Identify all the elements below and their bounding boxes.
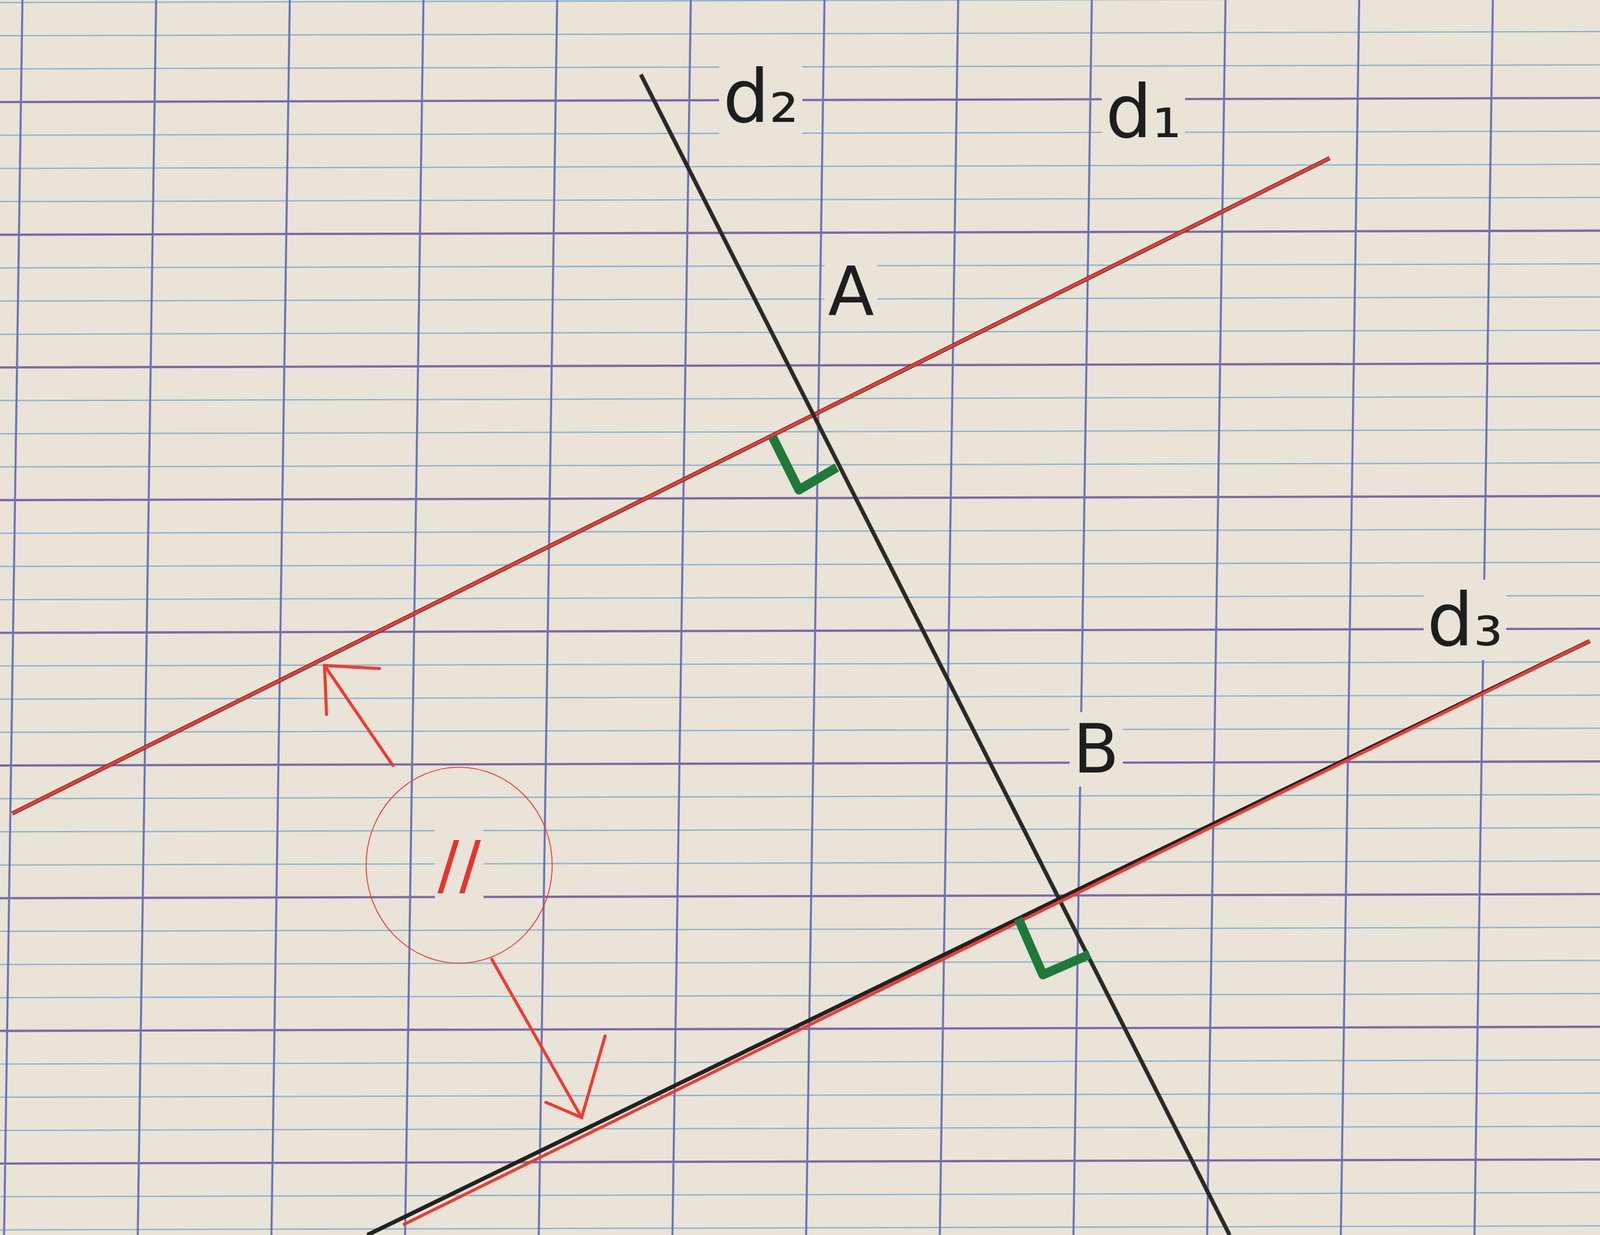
line-name: d₃ [1423,579,1507,661]
grid-line [0,960,1600,965]
grid-line [0,893,1600,898]
grid-line [0,562,1600,567]
grid-line [0,927,1600,932]
grid-line [672,0,691,1235]
line-d3 [367,641,1591,1235]
grid-line [1073,0,1092,1235]
grid-line [0,297,1600,302]
grid-line [0,794,1600,799]
grid-line [0,329,1600,335]
point-name: B [1069,712,1123,787]
grid-line [271,0,290,1235]
grid-line [1340,0,1360,1235]
grid-line [0,396,1600,401]
grid-line [0,1159,1600,1164]
grid-line [0,628,1600,633]
grid-line [0,1192,1600,1197]
grid-line [0,595,1600,600]
grid-line [0,628,1600,633]
grid-line [0,230,1600,236]
grid-line [137,0,156,1235]
grid-line [0,761,1600,766]
line-name: d₂ [719,56,802,138]
right-angle-mark [772,436,837,490]
grid-line [1207,0,1226,1235]
grid-line [0,263,1600,268]
callout-arrow [324,665,606,1118]
grid-line [0,1093,1600,1098]
grid-line [0,661,1600,666]
grid-line [0,363,1600,368]
grid-line [0,1159,1600,1164]
grid-line [0,197,1600,202]
grid-line [0,495,1600,500]
grid-line [0,164,1600,169]
grid-line [0,1059,1600,1064]
grid-line [0,727,1600,733]
grid-line [0,860,1600,866]
grid-line [0,363,1600,368]
grid-line [0,827,1600,832]
grid-line [0,993,1600,998]
grid-line [0,1126,1600,1131]
grid-line [0,31,1600,36]
line-name: d₁ [1101,71,1185,153]
grid-line [0,463,1600,468]
line-d3-red [403,641,1591,1225]
grid-line [940,0,959,1235]
line-d1-red [12,158,1330,814]
grid-line [0,761,1600,766]
grid-line [0,495,1600,500]
grid-line [0,893,1600,898]
right-angle-mark [1018,918,1091,975]
parallel-symbol: // [434,829,483,901]
point-name: A [824,254,878,330]
grid-line [4,0,23,1235]
line-d1 [12,158,1330,814]
grid-line [0,529,1600,534]
grid-line [0,429,1600,434]
grid-line [805,0,825,1235]
grid-line [0,230,1600,236]
grid-line [0,1225,1600,1230]
callout-circle: // [362,763,557,968]
